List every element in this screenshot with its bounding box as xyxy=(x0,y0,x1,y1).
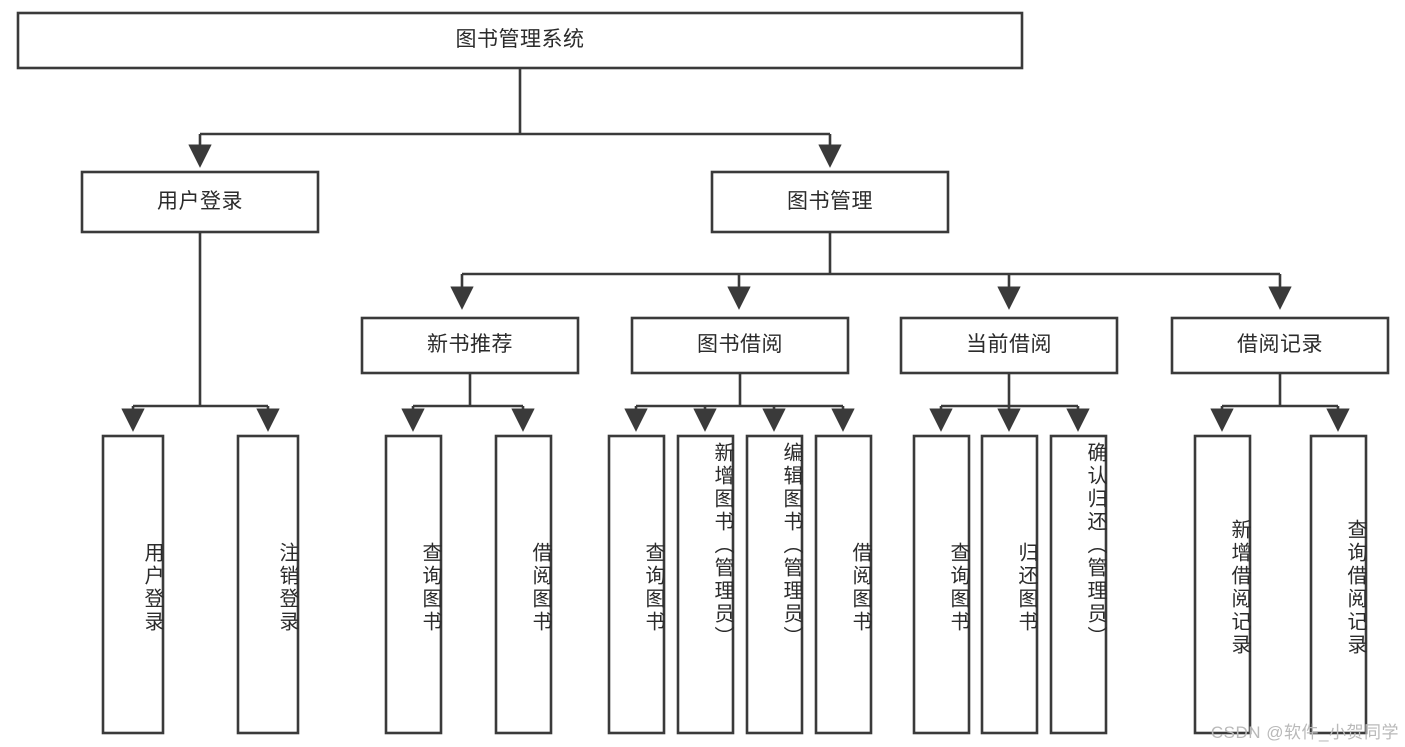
node-box-leaf-return-book[interactable] xyxy=(980,434,1039,735)
node-box-leaf-query-book-3[interactable] xyxy=(912,434,971,735)
connector-root-bus xyxy=(200,68,830,136)
connector-user-login-bus xyxy=(133,232,268,408)
node-box-borrow-record[interactable] xyxy=(1170,316,1390,375)
node-box-leaf-add-record[interactable] xyxy=(1193,434,1252,735)
node-box-leaf-query-book-1[interactable] xyxy=(384,434,443,735)
node-box-leaf-user-login[interactable] xyxy=(101,434,165,735)
node-box-leaf-borrow-book-1[interactable] xyxy=(494,434,553,735)
node-box-user-login[interactable] xyxy=(80,170,320,234)
node-box-leaf-query-record[interactable] xyxy=(1309,434,1368,735)
node-box-leaf-edit-book[interactable] xyxy=(745,434,804,735)
connector-cb-bus xyxy=(941,373,1078,408)
node-box-current-borrow[interactable] xyxy=(899,316,1119,375)
node-box-leaf-borrow-book-2[interactable] xyxy=(814,434,873,735)
connector-br-bus xyxy=(1222,373,1338,408)
connector-book-management-bus xyxy=(462,232,1280,276)
connector-nbr-bus xyxy=(413,373,523,408)
connector-bb-bus xyxy=(636,373,843,408)
node-box-leaf-query-book-2[interactable] xyxy=(607,434,666,735)
node-box-book-borrow[interactable] xyxy=(630,316,850,375)
node-box-root[interactable] xyxy=(16,11,1024,70)
node-box-new-book-recommend[interactable] xyxy=(360,316,580,375)
watermark: CSDN @软件_小贺同学 xyxy=(1210,723,1399,742)
node-box-book-management[interactable] xyxy=(710,170,950,234)
node-box-leaf-add-book[interactable] xyxy=(676,434,735,735)
node-box-leaf-user-logout[interactable] xyxy=(236,434,300,735)
node-box-leaf-confirm-return[interactable] xyxy=(1049,434,1108,735)
